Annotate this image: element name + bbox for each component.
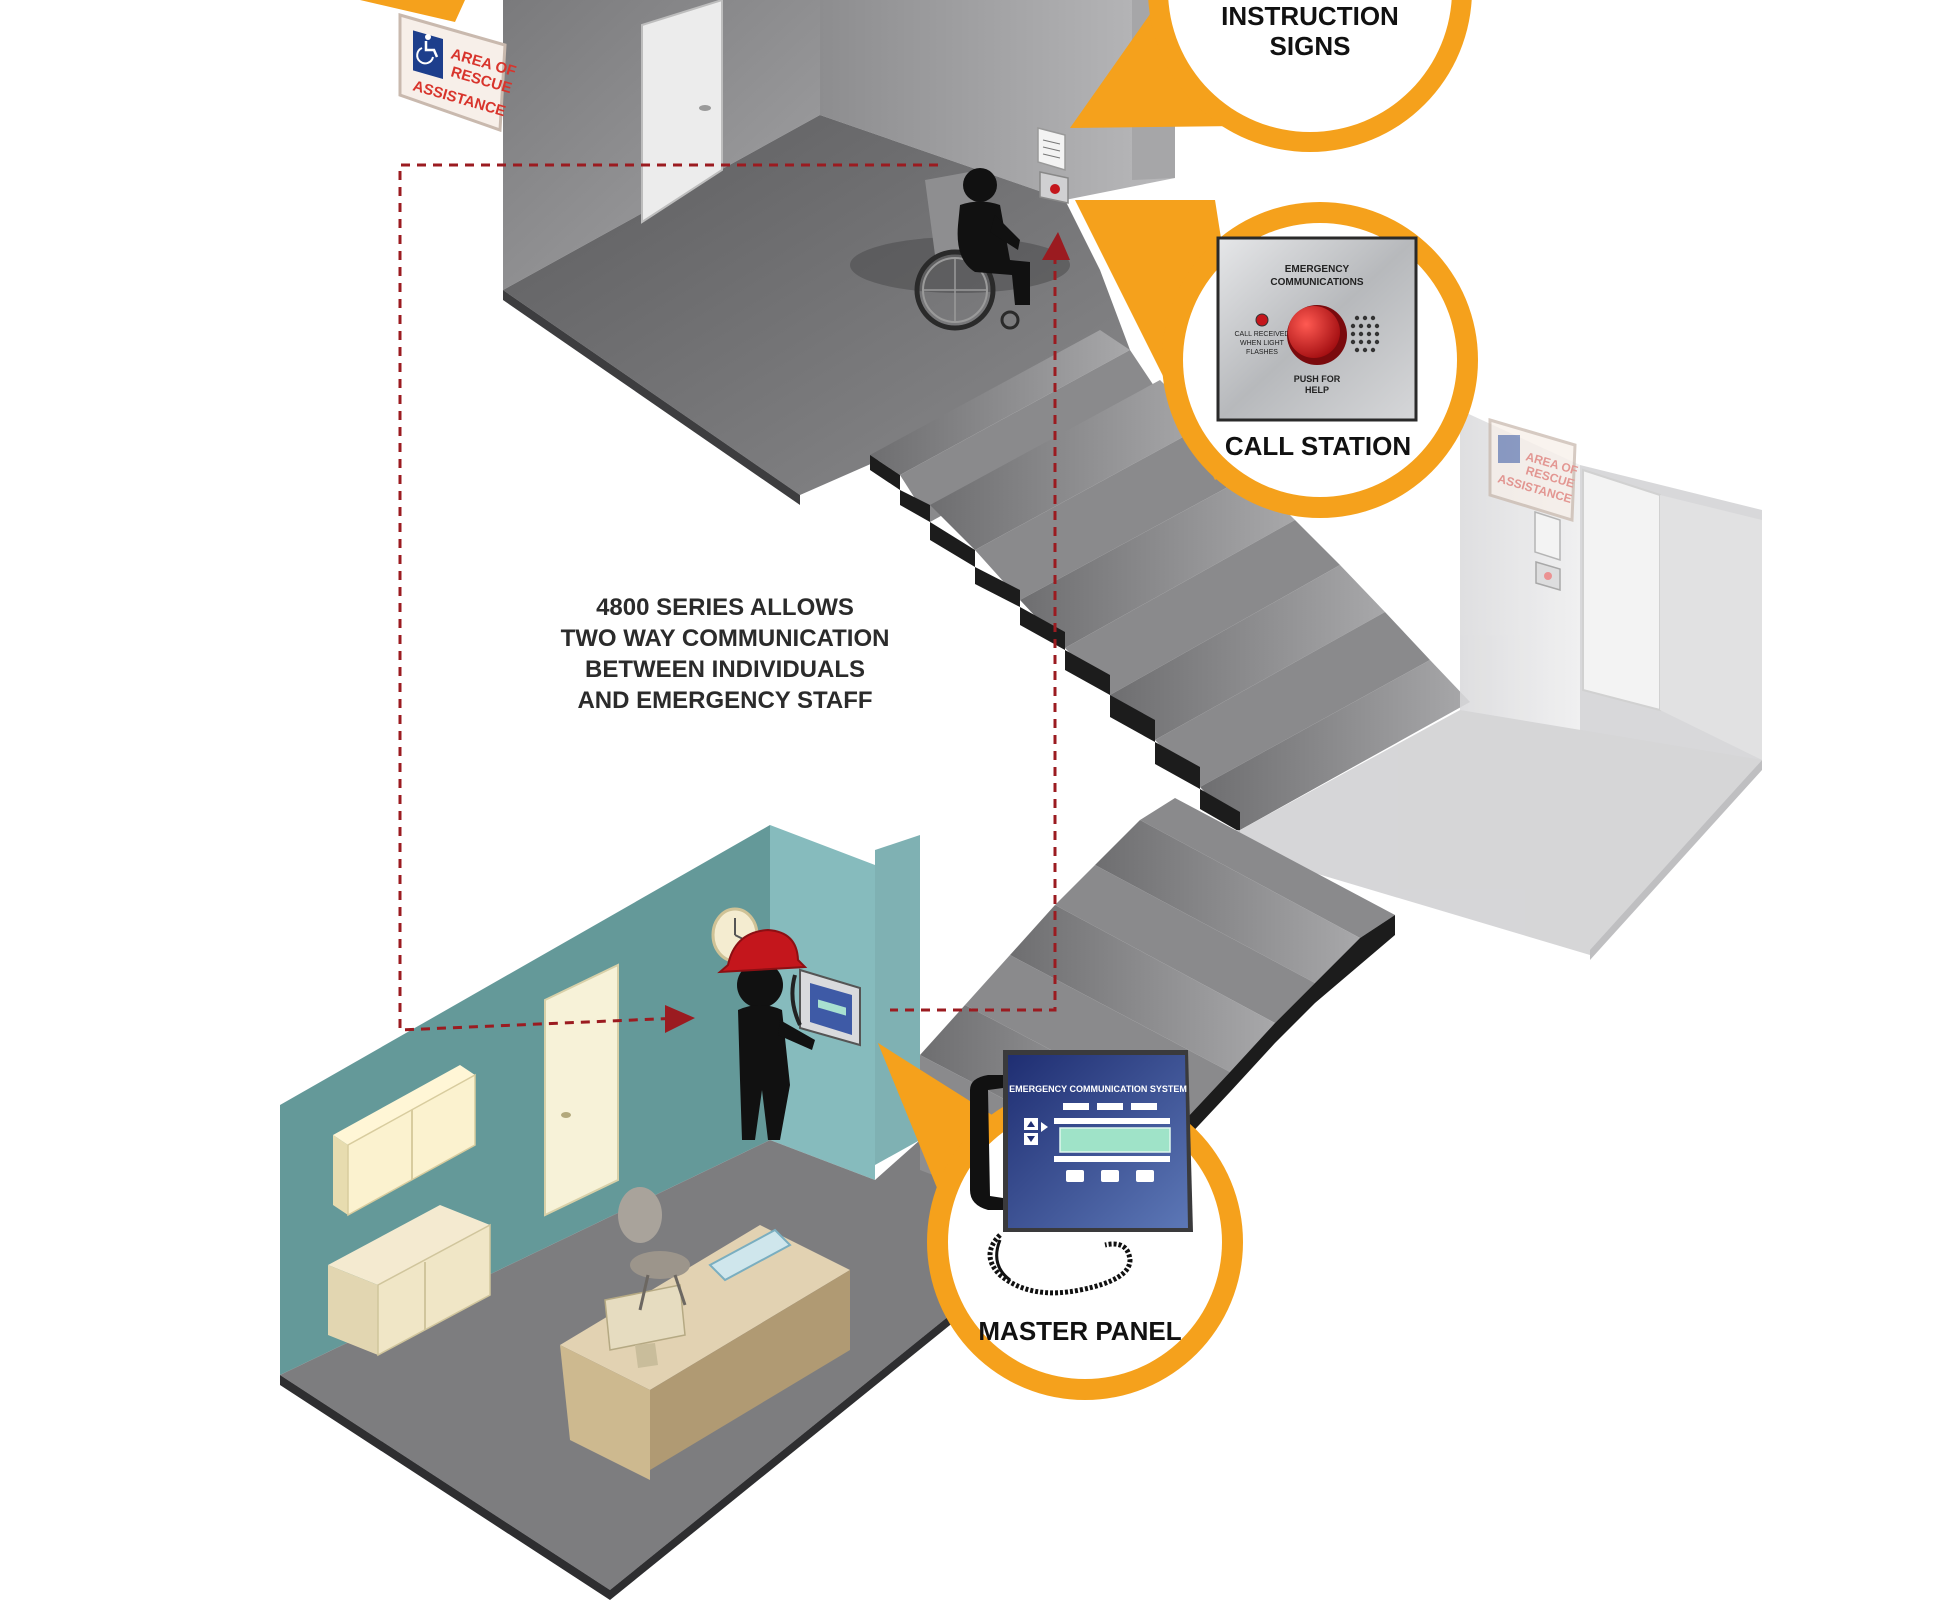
description-line-2: TWO WAY COMMUNICATION [561, 625, 890, 652]
down-arrow-icon [1027, 1136, 1035, 1142]
rescue-assistance-sign-ghost: AREA OF RESCUE ASSISTANCE [1488, 417, 1580, 523]
call-station-callout: EMERGENCY COMMUNICATIONS CALL RECEIVED W… [1075, 200, 1478, 518]
light-text-line1: CALL RECEIVED [1235, 331, 1290, 338]
right-arrow-icon [1041, 1122, 1048, 1132]
rescue-assistance-sign-top: AREA OF RESCUE ASSISTANCE [398, 13, 518, 133]
office-door [544, 963, 619, 1217]
sign-callout-pointer [360, 0, 465, 22]
call-station-title-line2: COMMUNICATIONS [1270, 277, 1363, 288]
instruction-signs-callout: INSTRUCTION SIGNS [1070, 0, 1472, 152]
wall-master-panel [790, 968, 861, 1047]
hard-hat-icon [717, 928, 808, 974]
light-text-line2: WHEN LIGHT [1240, 340, 1285, 347]
two-way-communication-path [398, 163, 1057, 1032]
wheelchair-user-icon [850, 168, 1070, 331]
call-station-label: CALL STATION [1225, 431, 1411, 461]
master-panel-label: MASTER PANEL [978, 1316, 1181, 1346]
emergency-staff-figure [737, 962, 815, 1140]
arrow-to-call-station [1042, 232, 1070, 260]
upper-call-station [1039, 171, 1069, 204]
call-station-device: EMERGENCY COMMUNICATIONS CALL RECEIVED W… [1216, 236, 1418, 422]
ghost-landing [1170, 410, 1762, 960]
instruction-signs-label-line2: SIGNS [1270, 31, 1351, 61]
system-description: 4800 SERIES ALLOWS TWO WAY COMMUNICATION… [561, 594, 890, 714]
description-line-1: 4800 SERIES ALLOWS [596, 594, 854, 621]
telephone-handset-icon [970, 1075, 1133, 1296]
description-line-4: AND EMERGENCY STAFF [577, 687, 872, 714]
push-for-help-line1: PUSH FOR [1294, 374, 1341, 384]
wall-cabinet [333, 1065, 476, 1217]
master-panel-screen [1059, 1127, 1171, 1153]
call-received-light [1255, 313, 1269, 327]
red-push-button-icon [1288, 306, 1340, 358]
arrow-to-staff [665, 1005, 695, 1033]
upper-instruction-sign [1037, 127, 1066, 172]
base-cabinet [328, 1205, 491, 1357]
office-desk [560, 1225, 850, 1480]
light-text-line3: FLASHES [1246, 349, 1278, 356]
push-for-help-line2: HELP [1305, 385, 1329, 395]
description-line-3: BETWEEN INDIVIDUALS [585, 656, 865, 683]
master-panel-device: EMERGENCY COMMUNICATION SYSTEM [1003, 1050, 1193, 1232]
master-panel-callout: EMERGENCY COMMUNICATION SYSTEM MASTER PA… [878, 1043, 1243, 1400]
master-panel-title: EMERGENCY COMMUNICATION SYSTEM [1009, 1084, 1187, 1094]
instruction-signs-label-line1: INSTRUCTION [1221, 1, 1399, 31]
up-arrow-icon [1027, 1121, 1035, 1127]
accessibility-icon [416, 34, 439, 65]
speaker-grille [1350, 315, 1380, 353]
office-chair [618, 1187, 690, 1311]
call-station-title-line1: EMERGENCY [1285, 264, 1350, 275]
